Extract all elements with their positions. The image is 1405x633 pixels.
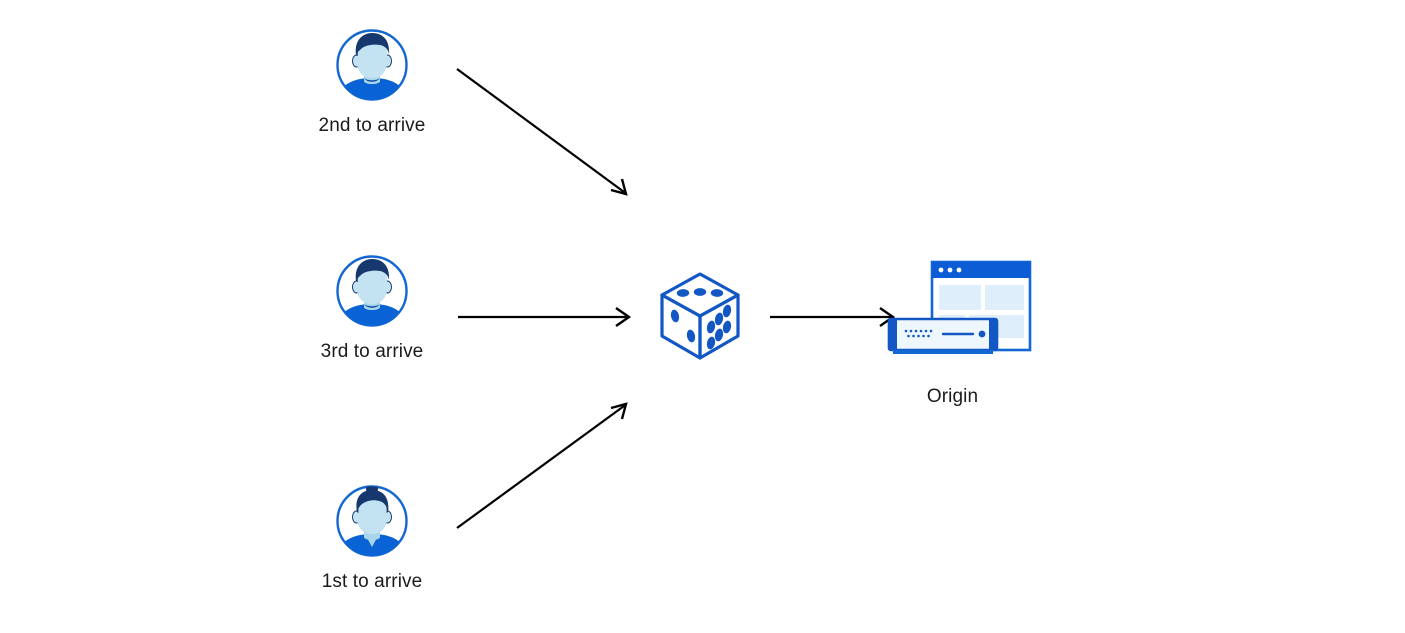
- origin-node[interactable]: Origin: [875, 258, 1055, 406]
- randomizer-node[interactable]: [648, 264, 758, 373]
- arrow-2nd-to-dice: [456, 68, 628, 196]
- server-device: [887, 317, 999, 354]
- avatar: [336, 255, 408, 327]
- arrow-3rd-to-dice: [458, 307, 632, 327]
- origin-server-icon: [887, 260, 1032, 354]
- client-label-2nd: 2nd to arrive: [318, 115, 426, 136]
- client-node-3rd[interactable]: 3rd to arrive: [292, 252, 452, 361]
- avatar: [336, 29, 408, 101]
- client-label-1st: 1st to arrive: [321, 571, 423, 592]
- client-label-3rd: 3rd to arrive: [320, 341, 424, 362]
- client-node-2nd[interactable]: 2nd to arrive: [292, 26, 452, 135]
- avatar: [336, 485, 408, 557]
- dice-icon: [660, 272, 740, 360]
- arrow-1st-to-dice: [456, 402, 628, 529]
- client-node-1st[interactable]: 1st to arrive: [292, 482, 452, 591]
- origin-label: Origin: [926, 386, 979, 407]
